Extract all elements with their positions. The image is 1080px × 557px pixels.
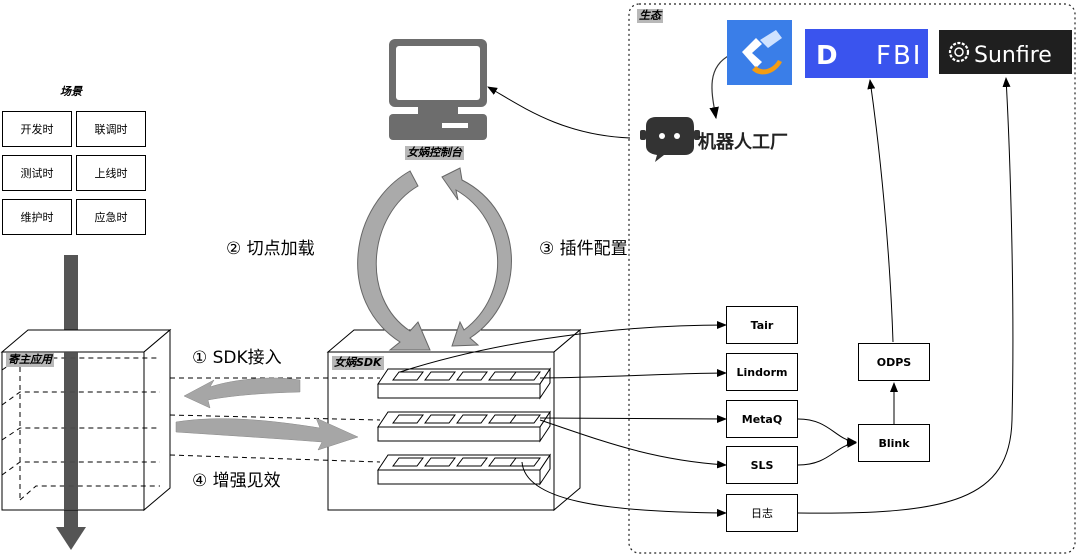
scene-cell-test: 测试时 xyxy=(2,155,72,191)
svg-text:Sunfire: Sunfire xyxy=(974,43,1052,68)
logo-to-robot-line xyxy=(709,54,731,120)
host-sdk-dashed xyxy=(169,377,381,463)
console-label: 女娲控制台 xyxy=(405,146,464,160)
sdk-inject-arrow xyxy=(183,377,301,409)
sdk-label: 女娲SDK xyxy=(332,356,384,370)
step-sdk-inject: ① SDK接入 xyxy=(192,348,282,368)
console-computer-icon xyxy=(389,39,487,140)
to-blink-lines xyxy=(797,418,857,466)
node-log: 日志 xyxy=(726,494,798,532)
node-odps: ODPS xyxy=(858,343,930,381)
log-to-sunfire-line xyxy=(797,77,1014,514)
svg-text:机器人工厂: 机器人工厂 xyxy=(698,132,788,153)
sdk-to-nodes-lines xyxy=(399,321,727,517)
sdk-rails xyxy=(377,367,551,486)
scene-cell-online: 上线时 xyxy=(76,155,146,191)
ecosystem-label: 生态 xyxy=(637,9,663,23)
svg-text:D: D xyxy=(816,41,838,71)
enhance-arrow xyxy=(175,417,359,451)
scene-title: 场景 xyxy=(60,85,82,98)
node-tair: Tair xyxy=(726,306,798,344)
blue-app-logo xyxy=(727,20,792,85)
scene-cell-emergency: 应急时 xyxy=(76,199,146,235)
robot-factory-logo: 机器人工厂 xyxy=(640,117,788,162)
step-pointcut-load: ② 切点加载 xyxy=(226,239,315,259)
odps-to-fbi-line xyxy=(867,79,894,343)
host-app-label: 寄主应用 xyxy=(6,353,54,367)
scene-cell-maintain: 维护时 xyxy=(2,199,72,235)
host-app-box xyxy=(0,328,172,512)
scene-cell-dev: 开发时 xyxy=(2,111,72,147)
robot-to-console-line xyxy=(487,86,631,139)
step-plugin-config: ③ 插件配置 xyxy=(539,239,628,259)
sunfire-logo: Sunfire xyxy=(939,30,1072,74)
ecosystem-boundary xyxy=(628,3,1076,554)
node-sls: SLS xyxy=(726,446,798,484)
step-enhance: ④ 增强见效 xyxy=(192,471,281,491)
node-metaq: MetaQ xyxy=(726,400,798,438)
fbi-logo: D FBI xyxy=(805,29,928,78)
svg-text:FBI: FBI xyxy=(876,41,922,71)
cycle-arrows xyxy=(357,167,512,351)
node-lindorm: Lindorm xyxy=(726,353,798,391)
node-blink: Blink xyxy=(858,424,930,462)
scene-cell-joint-debug: 联调时 xyxy=(76,111,146,147)
